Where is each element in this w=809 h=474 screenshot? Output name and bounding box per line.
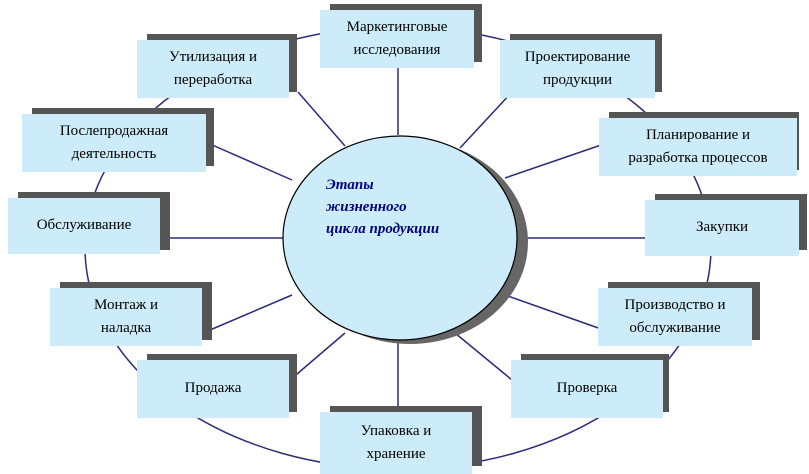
stage-label-line: наладка: [100, 320, 152, 336]
spoke-design: [459, 91, 513, 149]
spoke-production: [504, 294, 605, 331]
stage-label-line: исследования: [353, 42, 441, 58]
stage-label-line: Проверка: [556, 380, 618, 397]
spoke-sale: [289, 332, 346, 381]
stage-label-line: продукции: [542, 72, 613, 88]
box-face: Маркетинговые исследования: [320, 10, 474, 68]
spoke-after-sales: [209, 143, 293, 181]
box-face: Проектирование продукции: [500, 40, 655, 98]
spoke-inspection: [454, 332, 513, 381]
box-face: Упаковка и хранение: [320, 412, 472, 474]
stage-label-line: переработка: [173, 72, 253, 88]
spoke-disposal: [297, 91, 346, 147]
box-face: Закупки: [645, 200, 799, 256]
spoke-installation: [209, 294, 293, 331]
stage-label-line: разработка процессов: [628, 150, 768, 166]
stage-label-line: Проектирование: [524, 48, 631, 65]
stage-label-line: Упаковка и: [360, 422, 432, 439]
box-face: Планирование и разработка процессов: [599, 118, 797, 176]
stage-label-line: Маркетинговые: [346, 18, 448, 35]
stage-label-line: Закупки: [695, 219, 749, 236]
stage-label-line: Обслуживание: [36, 217, 132, 234]
center-label: Этапы жизненного цикла продукции: [326, 175, 506, 240]
stage-label-line: хранение: [366, 446, 426, 462]
stage-label-line: Производство и: [624, 296, 726, 313]
box-face: Проверка: [511, 360, 663, 418]
box-face: Обслуживание: [8, 198, 160, 254]
stage-label-line: Утилизация и: [168, 48, 258, 65]
center-ellipse: [282, 135, 518, 341]
stage-label-line: Послепродажная: [59, 122, 169, 139]
center-label-line: цикла продукции: [326, 220, 440, 237]
box-face: Монтаж и наладка: [50, 288, 202, 346]
stage-label-line: Монтаж и: [93, 296, 159, 313]
spokes: [162, 68, 647, 412]
box-face: Утилизация и переработка: [137, 40, 289, 98]
box-face: Продажа: [137, 360, 289, 418]
center-label-line: жизненного: [326, 198, 407, 215]
stage-label-line: деятельность: [71, 146, 157, 162]
box-face: Производство и обслуживание: [598, 288, 752, 346]
center-label-line: Этапы: [326, 177, 374, 193]
stage-label-line: Планирование и: [645, 126, 751, 143]
stage-label-line: Продажа: [184, 380, 242, 397]
stage-label-line: обслуживание: [629, 320, 721, 336]
box-face: Послепродажная деятельность: [22, 114, 206, 172]
spoke-planning: [504, 143, 605, 179]
